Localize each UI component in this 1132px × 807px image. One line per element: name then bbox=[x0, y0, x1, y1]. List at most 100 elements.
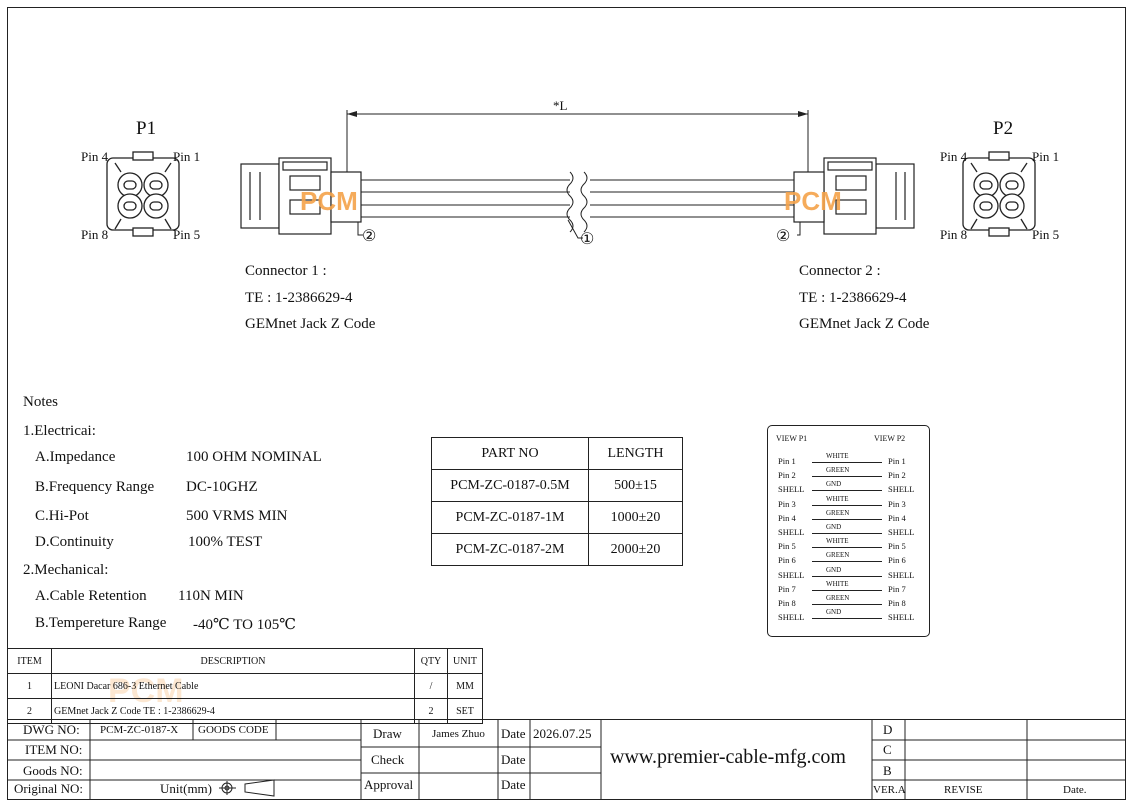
connector2-title: Connector 2 : bbox=[799, 263, 881, 279]
wire-line bbox=[812, 561, 882, 563]
wire-line bbox=[812, 504, 882, 506]
bom-item: 1 bbox=[7, 673, 52, 699]
wire-line bbox=[812, 589, 882, 591]
wire-line bbox=[812, 618, 882, 620]
date-label: Date bbox=[501, 777, 526, 792]
note-value: DC-10GHZ bbox=[186, 479, 258, 495]
watermark-logo-left: PCM bbox=[300, 186, 358, 216]
wire-color-label: GREEN bbox=[826, 551, 850, 560]
wire-right-pin: Pin 4 bbox=[888, 512, 906, 523]
website-link[interactable]: www.premier-cable-mfg.com bbox=[610, 746, 846, 768]
version-label: VER.A bbox=[873, 784, 906, 796]
length-cell: 2000±20 bbox=[588, 533, 683, 566]
date-column-label: Date. bbox=[1063, 784, 1087, 796]
wire-right-pin: Pin 3 bbox=[888, 498, 906, 509]
connector2-desc: GEMnet Jack Z Code bbox=[799, 316, 930, 332]
wire-line bbox=[812, 575, 882, 577]
connector1-title: Connector 1 : bbox=[245, 263, 327, 279]
wire-right-pin: Pin 1 bbox=[888, 456, 906, 466]
table-row: PCM-ZC-0187-2M 2000±20 bbox=[431, 533, 683, 566]
dwg-label: DWG NO: bbox=[23, 722, 80, 737]
part-number-table: PART NO LENGTH PCM-ZC-0187-0.5M 500±15 P… bbox=[431, 437, 683, 566]
original-no-label: Original NO: bbox=[14, 781, 83, 796]
title-block bbox=[7, 719, 1126, 801]
note-value: 100 OHM NOMINAL bbox=[186, 449, 322, 465]
note-label: C.Hi-Pot bbox=[35, 508, 89, 524]
wire-right-pin: Pin 2 bbox=[888, 470, 906, 481]
wire-line bbox=[812, 518, 882, 520]
wire-left-pin: Pin 1 bbox=[778, 456, 796, 466]
wire-color-label: GND bbox=[826, 523, 842, 531]
wire-color-label: WHITE bbox=[826, 494, 849, 503]
wire-color-label: GREEN bbox=[826, 466, 850, 475]
table-header: PART NO bbox=[431, 437, 589, 470]
wire-line bbox=[812, 476, 882, 478]
connector1-part: TE : 1-2386629-4 bbox=[245, 290, 353, 306]
wire-left-pin: Pin 4 bbox=[778, 512, 796, 523]
rev-b: B bbox=[883, 763, 892, 778]
date-value: 2026.07.25 bbox=[533, 726, 592, 741]
table-header-row: PART NO LENGTH bbox=[431, 437, 683, 470]
note-label: B.Frequency Range bbox=[35, 479, 155, 495]
view-p1-label: VIEW P1 bbox=[776, 434, 808, 443]
wire-left-pin: SHELL bbox=[778, 612, 805, 623]
wire-left-pin: Pin 6 bbox=[778, 555, 796, 566]
check-label: Check bbox=[371, 752, 405, 767]
p1-pin1: Pin 1 bbox=[173, 149, 201, 164]
revise-label: REVISE bbox=[944, 784, 983, 796]
part-no-cell: PCM-ZC-0187-2M bbox=[431, 533, 589, 566]
callout-cable: ① bbox=[580, 231, 595, 248]
wire-right-pin: SHELL bbox=[888, 527, 915, 537]
wire-right-pin: SHELL bbox=[888, 484, 915, 495]
length-cell: 500±15 bbox=[588, 469, 683, 502]
p2-pin1: Pin 1 bbox=[1032, 149, 1060, 164]
drawer-name: James Zhuo bbox=[432, 728, 485, 740]
note-label: A.Cable Retention bbox=[35, 588, 147, 604]
wire-right-pin: SHELL bbox=[888, 612, 915, 623]
table-row: 1 LEONI Dacar 686-3 Ethernet Cable / MM bbox=[7, 673, 483, 699]
wire-left-pin: Pin 8 bbox=[778, 598, 796, 608]
table-header: LENGTH bbox=[588, 437, 683, 470]
wire-line bbox=[812, 547, 882, 549]
wire-color-label: WHITE bbox=[826, 579, 849, 588]
view-p2-label: VIEW P2 bbox=[874, 434, 906, 443]
wire-line bbox=[812, 604, 882, 605]
date-label: Date bbox=[501, 726, 526, 741]
length-cell: 1000±20 bbox=[588, 501, 683, 534]
wire-color-label: GND bbox=[826, 608, 842, 617]
wire-color-label: GREEN bbox=[826, 594, 850, 602]
approval-label: Approval bbox=[364, 777, 414, 792]
watermark-logo-right: PCM bbox=[784, 186, 842, 216]
wire-line bbox=[812, 533, 882, 534]
unit-label: Unit(mm) bbox=[160, 781, 212, 796]
wire-left-pin: SHELL bbox=[778, 484, 805, 495]
goods-no-label: Goods NO: bbox=[23, 763, 83, 778]
notes-heading: Notes bbox=[23, 394, 58, 410]
p2-pin5: Pin 5 bbox=[1032, 227, 1060, 242]
notes-electrical: 1.Electricai: bbox=[23, 423, 96, 439]
wire-right-pin: SHELL bbox=[888, 569, 915, 580]
bom-unit: MM bbox=[447, 673, 483, 699]
wire-left-pin: Pin 7 bbox=[778, 583, 796, 594]
wire-left-pin: Pin 5 bbox=[778, 541, 796, 552]
table-row: PCM-ZC-0187-1M 1000±20 bbox=[431, 501, 683, 534]
rev-d: D bbox=[883, 722, 893, 737]
rev-c: C bbox=[883, 742, 892, 757]
dwg-value: PCM-ZC-0187-X bbox=[100, 724, 179, 736]
wire-line bbox=[812, 490, 882, 492]
wire-line bbox=[812, 462, 882, 463]
wire-right-pin: Pin 6 bbox=[888, 555, 906, 566]
p1-pin5: Pin 5 bbox=[173, 227, 201, 242]
p1-pin8: Pin 8 bbox=[81, 227, 109, 242]
p1-label: P1 bbox=[136, 118, 157, 139]
item-no-label: ITEM NO: bbox=[25, 742, 83, 757]
note-value: -40℃ TO 105℃ bbox=[193, 617, 297, 633]
wire-color-label: GND bbox=[826, 480, 842, 489]
wire-color-label: WHITE bbox=[826, 452, 849, 460]
wire-right-pin: Pin 7 bbox=[888, 583, 906, 594]
length-label: *L bbox=[553, 98, 568, 113]
p2-pin8: Pin 8 bbox=[940, 227, 968, 242]
wire-color-label: WHITE bbox=[826, 537, 849, 546]
